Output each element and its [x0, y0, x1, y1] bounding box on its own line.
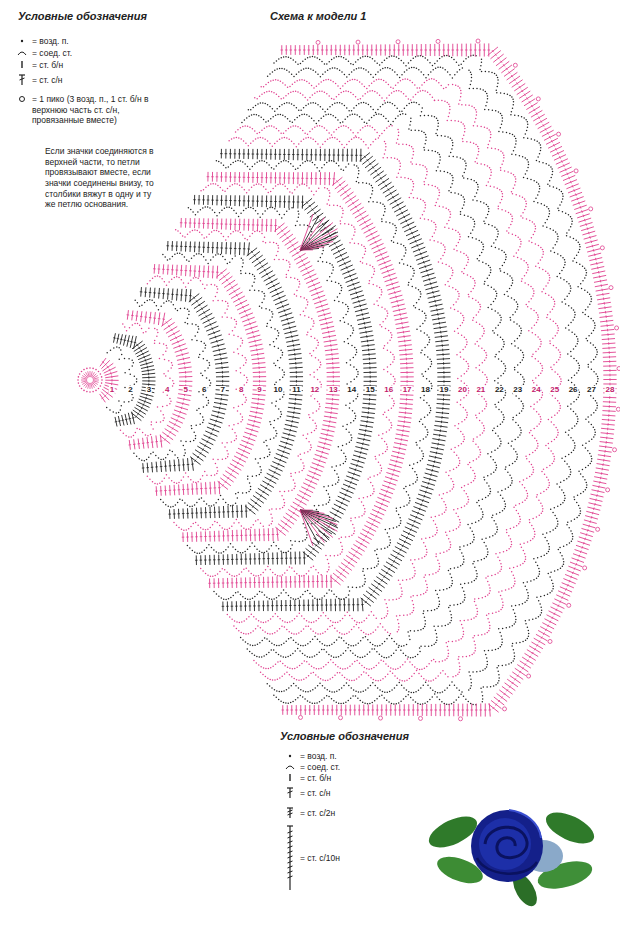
page: Схема к модели 1Условные обозначенияЕсли…	[0, 0, 620, 947]
